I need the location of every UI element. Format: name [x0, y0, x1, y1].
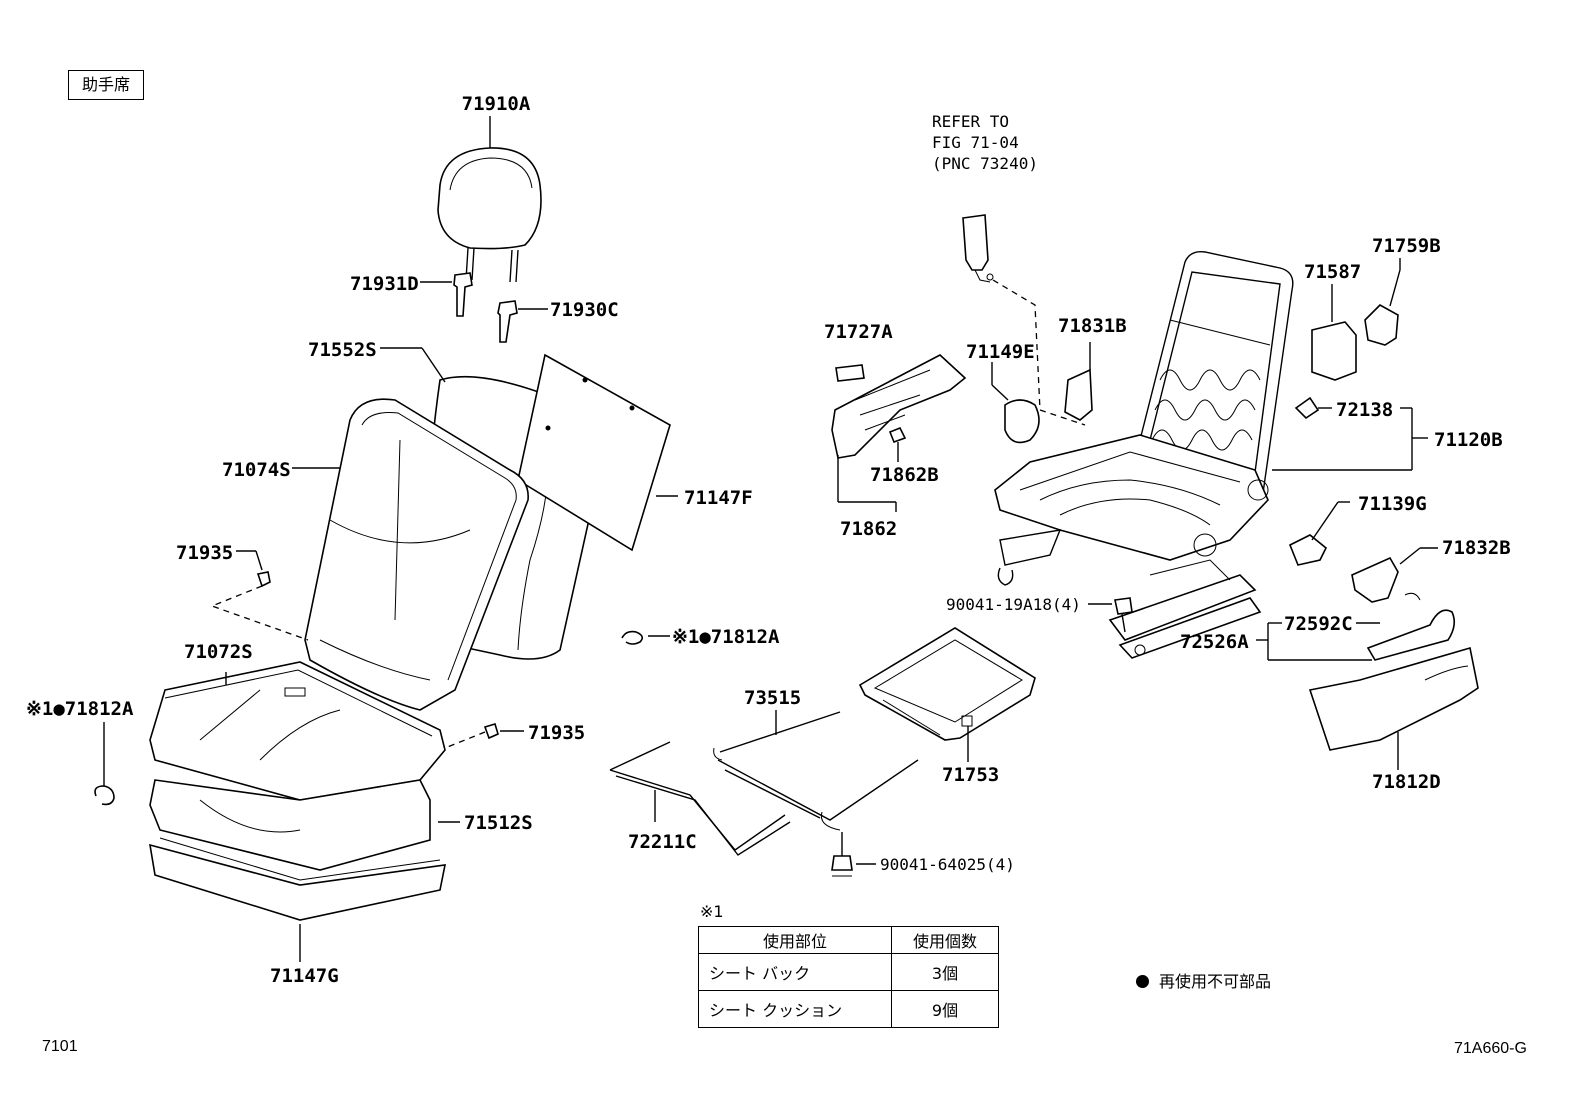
cover-71832B-drawing: [1351, 556, 1399, 603]
legend-text: 再使用不可部品: [1159, 972, 1272, 991]
label-71552S: 71552S: [308, 339, 377, 361]
label-71812A-mid: ※1●71812A: [672, 626, 780, 648]
label-72526A: 72526A: [1180, 631, 1249, 653]
label-71812A-left: ※1●71812A: [26, 698, 134, 720]
table-cell-qty: 3個: [891, 953, 999, 991]
label-71862: 71862: [840, 518, 897, 540]
label-71072S: 71072S: [184, 641, 253, 663]
label-71935-lower: 71935: [528, 722, 585, 744]
refer-line-2: FIG 71-04: [932, 133, 1019, 152]
clip-71812A-left-drawing: [94, 785, 115, 806]
refer-line-1: REFER TO: [932, 112, 1009, 131]
seat-frame-drawing: [994, 251, 1294, 659]
note-mark: ※1: [700, 902, 724, 921]
figure-code: 71A660-G: [1454, 1040, 1527, 1057]
label-71832B: 71832B: [1442, 537, 1511, 559]
label-71512S: 71512S: [464, 812, 533, 834]
label-71862B: 71862B: [870, 464, 939, 486]
refer-line-3: (PNC 73240): [932, 154, 1038, 173]
clip-71812A-mid-drawing: [621, 630, 644, 645]
side-shield-drawing: [831, 354, 967, 459]
knob-71759B-drawing: [1364, 304, 1399, 346]
label-71930C: 71930C: [550, 299, 619, 321]
label-72138: 72138: [1336, 399, 1393, 421]
label-71120B: 71120B: [1434, 429, 1503, 451]
table-header-qty: 使用個数: [891, 926, 999, 954]
label-71139G: 71139G: [1358, 493, 1427, 515]
table-cell-qty: 9個: [891, 990, 999, 1028]
label-90041-19A18: 90041-19A18(4): [946, 595, 1081, 614]
label-71149E: 71149E: [966, 341, 1035, 363]
label-71074S: 71074S: [222, 459, 291, 481]
table-header-row: 使用部位 使用個数: [698, 926, 999, 954]
wire-73515-drawing: [713, 711, 919, 831]
label-71147G: 71147G: [270, 965, 339, 987]
seatback-drawing: [304, 353, 671, 711]
cover-71149E-drawing: [1004, 399, 1040, 444]
label-71935-upper: 71935: [176, 542, 233, 564]
usage-table: 使用部位 使用個数 シート バック 3個 シート クッション 9個: [698, 926, 999, 1028]
table-cell-part: シート バック: [698, 953, 892, 991]
bolt-90041-19A18-drawing: [1114, 597, 1133, 633]
table-row: シート クッション 9個: [698, 990, 999, 1028]
legend: 再使用不可部品: [1136, 968, 1271, 992]
label-72211C: 72211C: [628, 831, 697, 853]
clip-72138-drawing: [1294, 396, 1320, 420]
bolt-90041-64025-drawing: [831, 832, 853, 877]
headrest-guides-drawing: [453, 272, 518, 343]
pad-71587-drawing: [1311, 321, 1357, 381]
table-cell-part: シート クッション: [698, 990, 892, 1028]
table-row: シート バック 3個: [698, 953, 999, 991]
label-73515: 73515: [744, 687, 801, 709]
rod-72211C-drawing: [609, 741, 791, 856]
label-71587: 71587: [1304, 261, 1361, 283]
cushion-drawing: [149, 661, 447, 921]
label-71759B: 71759B: [1372, 235, 1441, 257]
cover-71139G-drawing: [1288, 534, 1328, 566]
headrest-drawing: [437, 147, 542, 283]
page-code: 7101: [42, 1038, 78, 1055]
label-71753: 71753: [942, 764, 999, 786]
non-reusable-dot-icon: [1136, 975, 1149, 988]
label-71147F: 71147F: [684, 487, 753, 509]
bracket-71831B-drawing: [1064, 368, 1093, 421]
label-72592C: 72592C: [1284, 613, 1353, 635]
tray-71753-drawing: [858, 627, 1036, 741]
label-71727A: 71727A: [824, 321, 893, 343]
label-71831B: 71831B: [1058, 315, 1127, 337]
clip-71935-drawing: [256, 571, 499, 740]
lever-72592C-drawing: [1366, 592, 1456, 661]
side-cover-71812D-drawing: [1308, 646, 1479, 751]
label-90041-64025: 90041-64025(4): [880, 855, 1015, 874]
seat-position-tag: 助手席: [68, 70, 144, 100]
label-71910A: 71910A: [462, 93, 531, 115]
label-71812D: 71812D: [1372, 771, 1441, 793]
label-71931D: 71931D: [350, 273, 419, 295]
table-header-part: 使用部位: [698, 926, 892, 954]
belt-buckle-drawing: [962, 214, 994, 283]
